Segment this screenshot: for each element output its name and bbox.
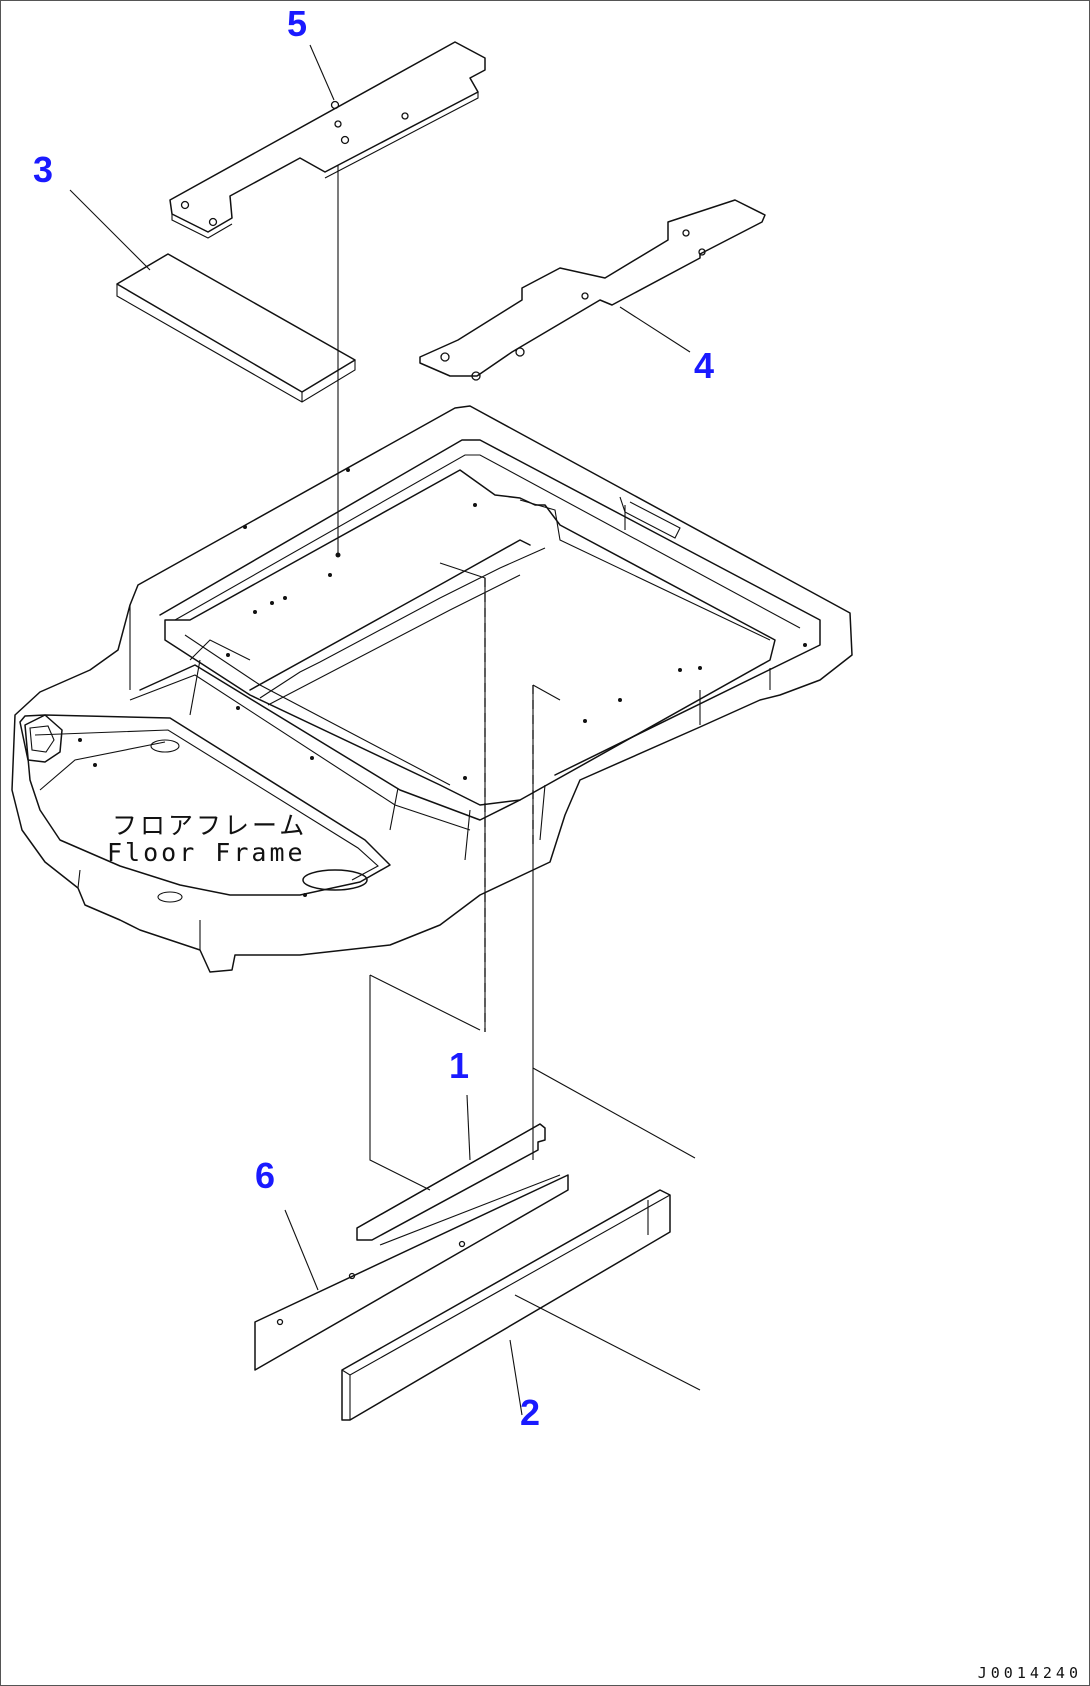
part-4-plate <box>419 199 766 381</box>
part-1-strip <box>356 1123 546 1241</box>
callout-2[interactable]: 2 <box>520 1392 541 1433</box>
callout-3[interactable]: 3 <box>33 149 54 190</box>
callout-1[interactable]: 1 <box>449 1045 470 1086</box>
floor-frame <box>11 405 853 973</box>
part-3-pad <box>116 253 356 403</box>
callout-5[interactable]: 5 <box>287 3 308 44</box>
part-6-plate <box>254 1174 569 1371</box>
part-2-bar <box>341 1189 671 1421</box>
document-id: J0014240 <box>977 1664 1082 1682</box>
frame-label-japanese: フロアフレーム <box>112 811 308 840</box>
callout-6[interactable]: 6 <box>255 1155 276 1196</box>
assembly-lines <box>335 165 696 1191</box>
callout-4[interactable]: 4 <box>694 345 715 386</box>
frame-label-english: Floor Frame <box>107 838 306 867</box>
leader-lines <box>69 44 701 1416</box>
part-5-plate <box>169 41 486 239</box>
